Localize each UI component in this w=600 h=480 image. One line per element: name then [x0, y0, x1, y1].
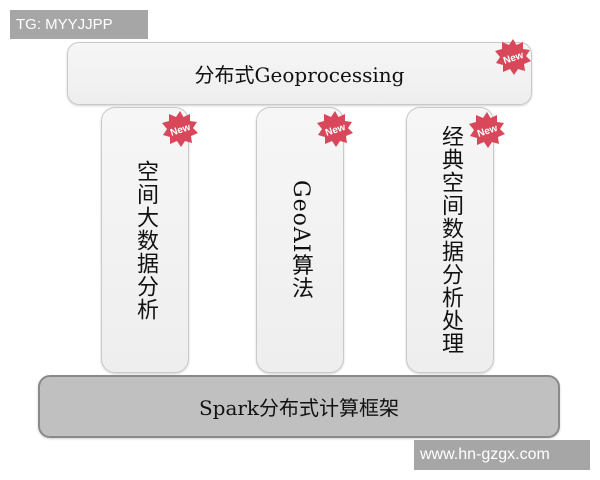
- column-spatial-big-data-analysis: 空间大数据分析: [101, 107, 189, 373]
- bottom-bar-label: Spark分布式计算框架: [198, 396, 400, 420]
- column-classic-spatial-data-processing: 经典空间数据分析处理: [406, 107, 494, 373]
- top-bar-label: 分布式Geoprocessing: [194, 63, 405, 87]
- new-badge-icon: New: [315, 109, 355, 149]
- distributed-geoprocessing-layer: 分布式Geoprocessing: [67, 42, 532, 105]
- new-badge-icon: New: [493, 37, 533, 77]
- watermark-top-left: TG: MYYJJPP: [10, 10, 148, 39]
- new-badge-icon: New: [160, 109, 200, 149]
- watermark-bottom-right: www.hn-gzgx.com: [414, 440, 590, 470]
- column-3-label: 经典空间数据分析处理: [438, 125, 463, 355]
- column-2-label-latin: GeoAI: [288, 180, 313, 254]
- new-badge-icon: New: [467, 110, 507, 150]
- column-1-label: 空间大数据分析: [133, 159, 158, 321]
- column-2-label: GeoAI算法: [288, 180, 313, 300]
- spark-framework-base: Spark分布式计算框架: [38, 375, 560, 438]
- column-geoai-algorithms: GeoAI算法: [256, 107, 344, 373]
- column-2-label-cjk: 算法: [288, 253, 313, 300]
